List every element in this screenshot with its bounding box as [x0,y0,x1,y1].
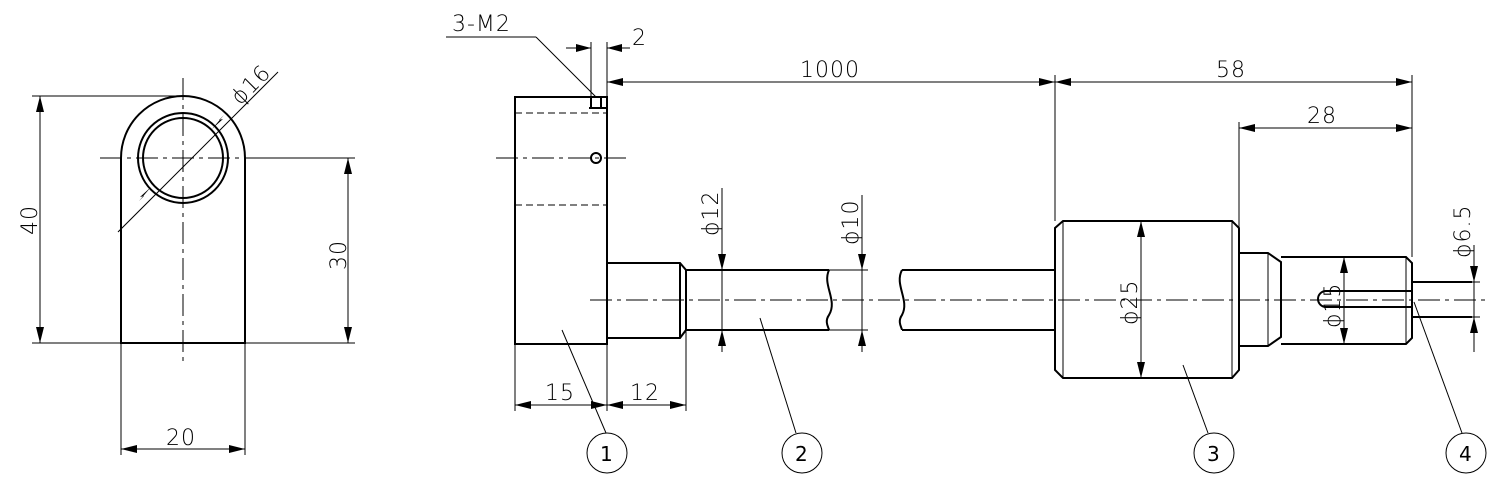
dim20-arrow-right [229,445,245,453]
balloon3-label: 3 [1207,442,1220,466]
balloon2-label: 2 [795,442,808,466]
dim40-arrow-top [36,96,44,112]
dia16-label: ϕ16 [227,60,277,110]
dia12-label: ϕ12 [699,190,724,236]
balloon1-leader [561,329,607,434]
part1-block [514,96,608,345]
dim1000-arrow-left [607,78,623,86]
dia10-label: ϕ10 [839,199,864,245]
shaft-end [1412,281,1472,318]
spigot [607,262,687,339]
dim58-label: 58 [1216,58,1246,83]
dia15-arrow-top [1340,257,1348,273]
dia15-arrow-bottom [1340,328,1348,344]
front-dimensions: 3-M2 2 1000 58 28 [446,12,1480,411]
front-view [496,96,1490,379]
dia6-label: ϕ6.5 [1451,205,1476,259]
key-slot [1317,290,1412,308]
dia12-arrow-bottom [718,330,726,346]
gap2-arrow-right [607,44,622,52]
balloon1-circle [586,432,628,474]
balloon2-circle [781,432,823,474]
dim15-label: 15 [545,381,575,406]
dim20-arrow-left [121,445,137,453]
dia12-arrow-top [718,254,726,270]
screw-hole [590,152,602,164]
dia10-arrow-bottom [858,330,866,346]
dim1000-label: 1000 [800,58,860,83]
dia10-arrow-top [858,254,866,270]
thread-label: 3-M2 [452,12,511,37]
side-view: ϕ16 40 30 20 [18,60,355,455]
dim58-arrow-left [1055,78,1071,86]
dim28-arrow-left [1239,124,1255,132]
balloons: 1 2 3 4 [561,301,1487,474]
dim1000-arrow-right [1039,78,1055,86]
balloon4-label: 4 [1459,442,1472,466]
dim40-label: 40 [18,205,43,235]
dim12-label: 12 [630,381,660,406]
balloon2-leader [759,317,797,434]
balloon3-circle [1193,432,1235,474]
dim30-arrow-bottom [344,327,352,343]
dia25-arrow-bottom [1137,362,1145,378]
dim20-label: 20 [166,426,196,451]
rod-break-right [898,269,906,331]
dia6-arrow-bottom [1470,317,1478,333]
gap2-arrow-left [576,44,591,52]
dia25-arrow-top [1137,221,1145,237]
balloon4-leader [1413,301,1463,434]
balloon3-leader [1182,364,1209,434]
dia15-label: ϕ15 [1321,282,1346,328]
dim30-arrow-top [344,158,352,174]
balloon4-circle [1445,432,1487,474]
dim28-label: 28 [1307,104,1337,129]
dim12-arrow-left [607,401,623,409]
dim40-arrow-bottom [36,327,44,343]
dia16-leader [117,71,279,233]
balloon1-label: 1 [600,442,613,466]
dim28-arrow-right [1396,124,1412,132]
dim58-arrow-right [1396,78,1412,86]
dim15-arrow-right [591,401,607,409]
gap2-label: 2 [632,26,647,51]
dim12-arrow-right [670,401,686,409]
dia6-arrow-top [1470,266,1478,282]
dim15-arrow-left [515,401,531,409]
thread-leader [535,36,597,98]
dia16-arrow-a [139,187,151,201]
dim30-label: 30 [327,240,352,270]
dia16-arrow-b [212,115,224,129]
rod-break-left [825,269,833,331]
dia25-label: ϕ25 [1118,279,1143,325]
